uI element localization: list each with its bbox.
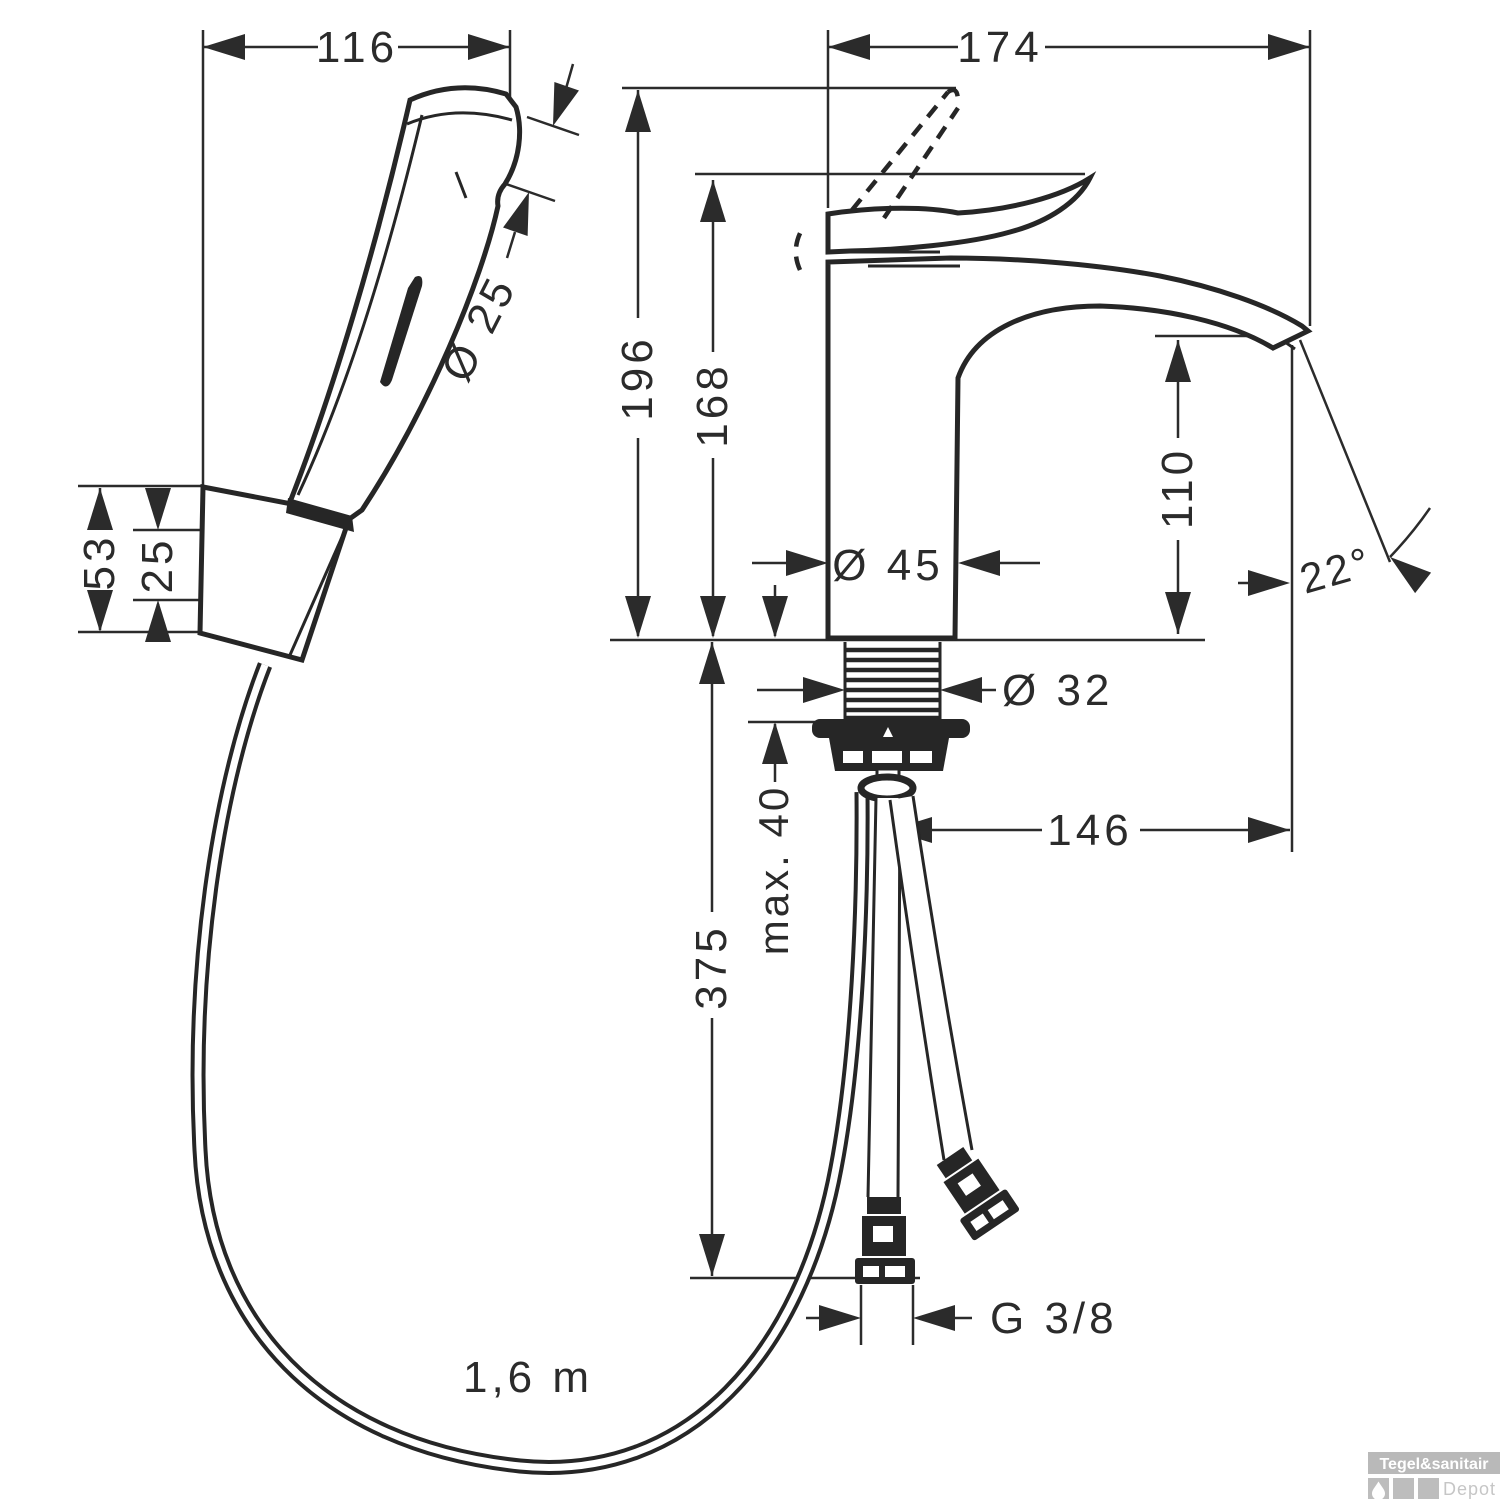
arrow-o25-top [553,82,579,126]
bracket-slot-2 [872,751,902,763]
dimension-lines [78,30,1432,1345]
arrow-174-right [1268,34,1310,60]
label-handle-height: 168 [688,362,737,447]
handle-open-dashed-back [793,224,806,271]
arrow-22deg-angled [1390,557,1432,594]
shower-holder-clamp [286,498,354,532]
label-spout-reach: 146 [1047,806,1132,855]
ref-lines-25 [133,528,200,602]
handle-open-dashed-tip [946,87,961,103]
arrow-196-bottom [625,596,651,638]
label-head-width: 116 [316,23,398,72]
arrow-o32-right [940,677,982,703]
angled-line-22deg [1298,339,1392,563]
arrow-196-top [625,90,651,132]
arrow-o45-right [958,550,1000,576]
spout-aerator-tip [1272,340,1296,351]
mounting-screw [857,773,917,803]
ext-lines-g38 [859,1285,915,1345]
arrow-o45-left [786,550,828,576]
arrow-max40-bottom [762,722,788,764]
flange-marker [883,727,893,737]
logo-square-2 [1393,1478,1414,1499]
arrow-174-left [828,34,870,60]
label-spout-height: 110 [1153,447,1202,529]
arrow-146-right [1248,817,1290,843]
logo-brand-text: Tegel&sanitair [1379,1456,1488,1473]
label-total-height: 196 [613,335,662,420]
bracket-slot-3 [910,751,932,763]
arrow-116-left [203,34,245,60]
shower-holder-inner-line [288,527,348,656]
handle-open-dashed-1 [850,90,950,212]
label-holder-pitch: 25 [133,537,182,594]
arrow-116-right [468,34,510,60]
supply-hose-2 [888,795,974,1161]
label-hose-length: 1,6 m [463,1353,593,1402]
arrow-168-top [700,180,726,222]
shank-threads [846,647,939,721]
arrow-53-bottom [87,590,113,632]
ref-lines-53 [78,484,203,634]
bracket-slot-1 [843,751,863,763]
leader-22deg [1389,507,1432,558]
shower-head-cap-seam [406,111,513,126]
mounting-flange [812,719,970,738]
hose-connector-1 [855,1197,915,1284]
arrow-110-bottom [1165,592,1191,634]
shank-sides [843,642,942,720]
faucet-body-outline [825,255,1313,641]
arrow-168-bottom [700,596,726,638]
label-shank-diameter: Ø 32 [1002,666,1113,715]
logo-banner [1368,1452,1500,1474]
arrow-max40-top [762,596,788,638]
shower-holder [197,483,352,664]
arrow-g38-left [819,1305,861,1331]
faucet [793,87,1313,1284]
arrow-25-bottom [145,600,171,642]
arrow-375-top [699,642,725,684]
arrow-22deg-horизontal [1248,570,1290,596]
label-max-deck-thickness: max. 40 [750,785,797,955]
label-holder-height: 53 [75,534,124,591]
shower-head-selector [380,276,423,387]
arrow-375-bottom [699,1234,725,1276]
hand-shower [190,85,870,1475]
droplet-icon [1372,1481,1385,1500]
shower-hose-inner [194,663,866,1471]
label-spout-angle: 22° [1295,537,1378,602]
label-body-diameter: Ø 45 [832,541,943,590]
arrow-25-top [145,488,171,530]
dimension-labels: 116 174 196 168 110 Ø 45 Ø 32 22° 146 ma… [75,23,1377,1402]
faucet-handle [825,171,1097,255]
arrow-o32-left [803,677,845,703]
arrow-g38-right [913,1305,955,1331]
label-connection-thread: G 3/8 [990,1294,1118,1343]
shower-head-tick [454,171,468,199]
label-under-deck-height: 375 [687,924,736,1009]
shower-head-highlight [296,114,424,496]
arrow-53-top [87,488,113,530]
arrow-o25-bottom [503,192,529,236]
watermark-logo: Tegel&sanitair Depot [1368,1452,1500,1500]
arrow-110-top [1165,340,1191,382]
dimension-arrows [87,34,1432,1331]
hose-connector-2 [936,1147,1020,1241]
supply-hose-1-fill [868,798,900,1197]
logo-square-3 [1418,1478,1439,1499]
supply-hose-2-fill [890,796,972,1160]
logo-sub-brand-text: Depot [1443,1479,1496,1499]
label-handle-reach: 174 [957,23,1042,72]
